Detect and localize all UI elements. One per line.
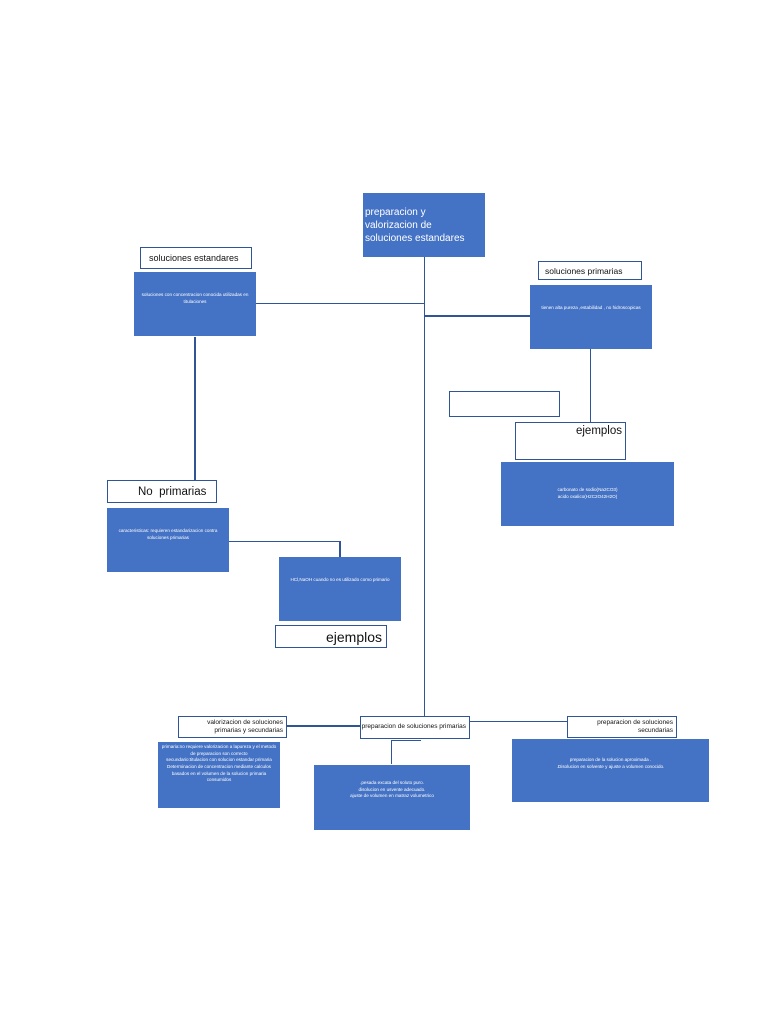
- prep-primarias-box: .pesada excata del soluto puro. disoluci…: [314, 765, 470, 830]
- primarias-description: tienen alta pureza ,estabilidad , no hid…: [541, 305, 641, 310]
- example-item: acido oxalico(H2C2O42H2O): [557, 494, 618, 499]
- primarias-examples-label-text: ejemplos: [575, 425, 622, 437]
- connector-noprimarias-v: [339, 541, 341, 557]
- connector-root-trunk: [424, 257, 425, 717]
- valorizacion-line: Determinacion de concentracion mediante …: [167, 763, 271, 783]
- connector-secundarias: [470, 721, 567, 722]
- valorizacion-line: primaria:no requiere valorizacion a lapu…: [161, 744, 277, 756]
- estandares-label: soluciones estandares: [140, 247, 252, 269]
- connector-estandares: [256, 303, 424, 304]
- primarias-examples-box: carbonato de sodio(Na2CO3) acido oxalico…: [501, 462, 674, 526]
- connector-primarias: [424, 315, 530, 317]
- valorizacion-label: valorizacion de soluciones primarias y s…: [178, 716, 287, 738]
- estandares-description: soluciones con concentracion conocida ut…: [141, 292, 249, 304]
- noprimarias-box: caracteristicas: requieren estandarizaci…: [107, 508, 229, 572]
- noprimarias-example-box: HCl,NaOH cuando no es utilizado como pri…: [279, 557, 401, 621]
- prep-secundarias-label: preparacion de soluciones secundarias: [567, 716, 677, 738]
- valorizacion-label-text: valorizacion de soluciones primarias y s…: [207, 718, 283, 734]
- connector-prep-down-h: [391, 740, 421, 741]
- prep-primarias-line: ajuste de volumen en matraz volumetrico: [350, 793, 434, 799]
- empty-label: [449, 391, 560, 417]
- noprimarias-examples-label-text: ejemplos: [325, 628, 382, 645]
- estandares-box: soluciones con concentracion conocida ut…: [134, 272, 256, 336]
- prep-primarias-label: preparacion de soluciones primarias: [360, 716, 470, 739]
- prep-secundarias-box: preparacion de la solucion aproximada . …: [512, 739, 709, 802]
- prep-secundarias-line: .Disolucion en solvente y ajuste a volum…: [556, 763, 665, 769]
- primarias-label-text: soluciones primarias: [545, 265, 623, 276]
- prep-primarias-line: disolucion en usvente adecuado.: [358, 786, 426, 792]
- valorizacion-box: primaria:no requiere valorizacion a lapu…: [158, 742, 280, 808]
- connector-valorizacion: [286, 725, 360, 727]
- noprimarias-examples-label: ejemplos: [275, 625, 387, 648]
- connector-primarias-down: [590, 348, 591, 423]
- prep-primarias-line: .pesada excata del soluto puro.: [360, 780, 424, 785]
- prep-secundarias-line: preparacion de la solucion aproximada .: [569, 757, 652, 762]
- prep-secundarias-label-text: preparacion de soluciones secundarias: [597, 718, 673, 734]
- noprimarias-description: caracteristicas: requieren estandarizaci…: [118, 528, 218, 540]
- connector-prep-down-v: [391, 740, 392, 764]
- root-title: preparacion y valorizacion de soluciones…: [365, 206, 465, 244]
- prep-primarias-label-text: preparacion de soluciones primarias: [361, 723, 466, 731]
- root-title-box: preparacion y valorizacion de soluciones…: [363, 193, 485, 257]
- noprimarias-example-text: HCl,NaOH cuando no es utilizado como pri…: [290, 577, 390, 582]
- connector-estandares-down: [194, 337, 196, 482]
- example-item: carbonato de sodio(Na2CO3): [557, 487, 618, 493]
- valorizacion-line: secundario:titulacion con solucion estan…: [166, 757, 272, 763]
- noprimarias-label: No primarias: [107, 480, 217, 503]
- estandares-label-text: soluciones estandares: [149, 253, 239, 263]
- primarias-label: soluciones primarias: [538, 261, 642, 280]
- noprimarias-label-text: No primarias: [138, 485, 207, 498]
- primarias-box: tienen alta pureza ,estabilidad , no hid…: [530, 285, 652, 349]
- connector-noprimarias-h: [229, 541, 340, 542]
- primarias-examples-label: ejemplos: [515, 422, 626, 460]
